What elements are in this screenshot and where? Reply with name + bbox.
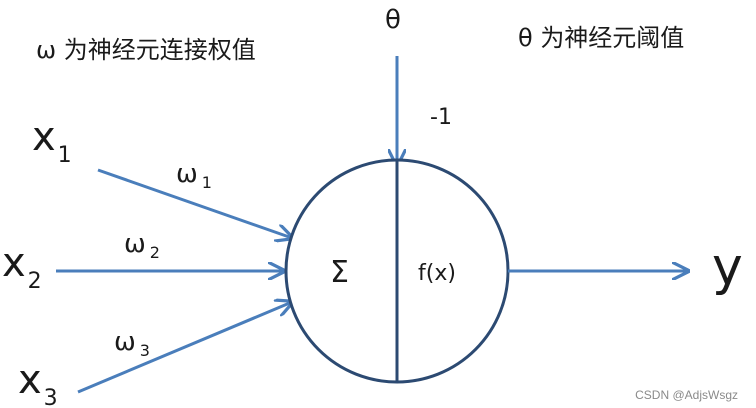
weight-w1-sub: 1 xyxy=(202,173,212,192)
input-x3-sub: 3 xyxy=(44,386,58,408)
weight-w2-sub: 2 xyxy=(150,243,160,262)
input-x1: x1 xyxy=(32,114,72,168)
input-x2: x2 xyxy=(2,240,42,294)
input-x3: x3 xyxy=(18,357,58,408)
threshold-input-label: -1 xyxy=(430,105,452,130)
input-x2-symbol: x xyxy=(2,240,26,286)
sum-symbol: Σ xyxy=(330,255,349,290)
watermark: CSDN @AdjsWsgz xyxy=(635,388,738,402)
weight-note: ω 为神经元连接权值 xyxy=(36,36,256,64)
output-y: y xyxy=(712,237,743,297)
input-arrow-3 xyxy=(77,302,292,394)
weight-w1-symbol: ω xyxy=(176,159,198,189)
activation-label: f(x) xyxy=(418,261,456,286)
weight-w2-symbol: ω xyxy=(124,229,146,259)
threshold-note: θ 为神经元阈值 xyxy=(518,24,684,52)
weight-w3-sub: 3 xyxy=(140,341,150,360)
threshold-symbol: θ xyxy=(385,5,401,35)
weight-w3-symbol: ω xyxy=(114,327,136,357)
input-x3-symbol: x xyxy=(18,357,42,403)
input-x1-sub: 1 xyxy=(58,143,72,168)
input-x1-symbol: x xyxy=(32,114,56,160)
input-x2-sub: 2 xyxy=(28,269,42,294)
input-arrow-1 xyxy=(97,168,292,238)
